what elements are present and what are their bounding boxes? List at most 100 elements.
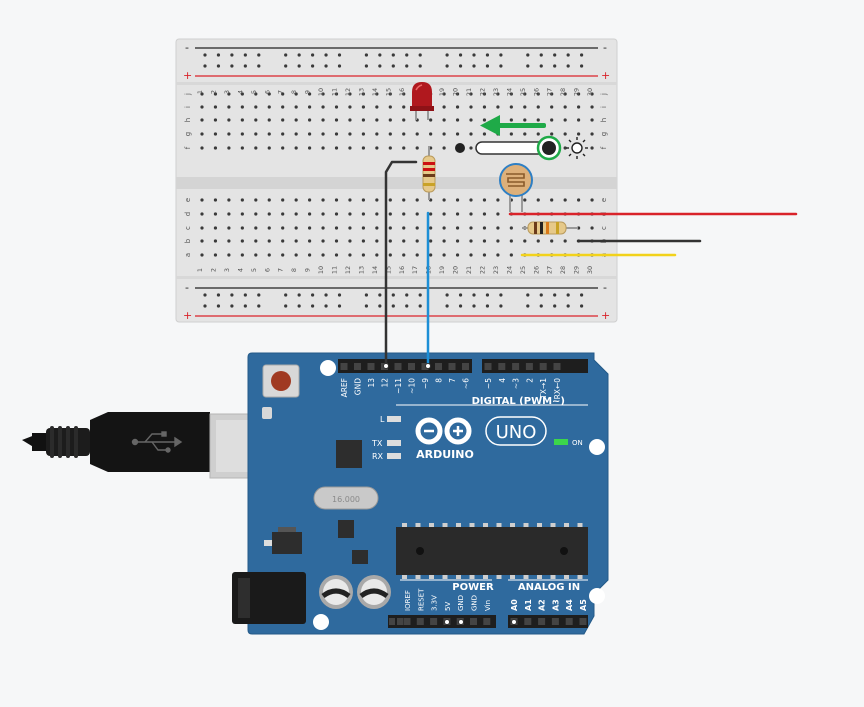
terminal-hole: [375, 132, 379, 136]
wire-black-gnd-to-led[interactable]: [384, 160, 418, 368]
terminal-hole: [200, 239, 204, 243]
header-pin[interactable]: [416, 618, 424, 625]
header-pin[interactable]: [539, 363, 547, 370]
header-pin[interactable]: [470, 618, 477, 625]
rail-hole: [297, 304, 301, 308]
terminal-hole: [523, 132, 527, 136]
header-pin[interactable]: [462, 363, 469, 370]
terminal-hole: [563, 198, 567, 202]
column-label: 25: [519, 88, 527, 96]
terminal-hole: [281, 146, 285, 150]
terminal-hole: [348, 146, 352, 150]
rail-hole: [337, 293, 342, 297]
terminal-hole: [281, 226, 285, 230]
rail-hole: [539, 64, 543, 68]
photoresistor[interactable]: [499, 163, 533, 212]
terminal-hole: [442, 253, 446, 257]
row-label: j: [184, 93, 192, 96]
terminal-hole: [240, 253, 244, 257]
arduino-uno-board[interactable]: 16.000: [232, 352, 609, 635]
light-intensity-slider[interactable]: [455, 115, 588, 161]
header-pin[interactable]: [512, 363, 520, 370]
rail-hole: [458, 64, 463, 68]
header-pin[interactable]: [498, 363, 506, 370]
header-pin[interactable]: [551, 618, 559, 625]
header-pin[interactable]: [565, 618, 573, 625]
row-label: a: [184, 253, 192, 257]
rail-hole: [566, 64, 570, 68]
terminal-hole: [536, 239, 540, 243]
terminal-hole: [240, 198, 244, 202]
rail-hole: [230, 53, 234, 57]
terminal-hole: [334, 105, 339, 109]
analog-pin-label: A1: [524, 599, 533, 611]
terminal-hole: [563, 132, 567, 136]
header-pin[interactable]: [538, 618, 546, 625]
terminal-hole: [509, 253, 513, 257]
rail-hole: [418, 64, 422, 68]
header-pin[interactable]: [421, 363, 429, 370]
column-label: 23: [492, 88, 500, 96]
terminal-hole: [550, 118, 554, 122]
terminal-hole: [469, 132, 473, 136]
terminal-hole: [496, 226, 500, 230]
reset-button[interactable]: [262, 364, 300, 398]
rail-minus-label: -: [185, 41, 189, 54]
rail-minus-label: -: [603, 281, 607, 294]
terminal-hole: [267, 132, 271, 136]
header-pin[interactable]: [483, 618, 491, 625]
terminal-hole: [334, 253, 339, 257]
header-pin[interactable]: [524, 618, 532, 625]
terminal-hole: [550, 198, 554, 202]
breadboard-center-channel: [176, 177, 617, 189]
rail-hole: [405, 53, 409, 57]
header-pin[interactable]: [553, 363, 561, 370]
header-pin[interactable]: [394, 363, 402, 370]
rail-hole: [257, 64, 261, 68]
terminal-hole: [563, 118, 567, 122]
terminal-hole: [321, 198, 325, 202]
digital-pin-label: 4: [498, 378, 507, 383]
header-pin[interactable]: [525, 363, 533, 370]
terminal-hole: [254, 146, 258, 150]
terminal-hole: [334, 146, 339, 150]
terminal-hole: [227, 212, 231, 216]
column-label: 15: [384, 266, 392, 274]
header-pin[interactable]: [579, 618, 587, 625]
red-led[interactable]: [410, 82, 434, 120]
rail-hole: [553, 293, 557, 297]
header-pin[interactable]: [408, 363, 415, 370]
row-label: h: [600, 118, 608, 122]
terminal-hole: [509, 105, 513, 109]
led-resistor[interactable]: [422, 146, 436, 200]
terminal-hole: [348, 212, 352, 216]
terminal-hole: [254, 132, 258, 136]
column-label: 8: [290, 268, 298, 272]
terminal-hole: [361, 105, 365, 109]
rail-hole: [580, 304, 584, 308]
header-pin[interactable]: [484, 363, 492, 370]
rail-hole: [378, 304, 382, 308]
rail-hole: [526, 53, 530, 57]
column-label: 28: [559, 88, 567, 96]
header-pin[interactable]: [367, 363, 375, 370]
header-pin[interactable]: [435, 363, 442, 370]
terminal-hole: [213, 226, 218, 230]
rail-hole: [378, 293, 382, 297]
terminal-hole: [348, 118, 352, 122]
slider-min-dot: [455, 143, 465, 153]
row-label: e: [184, 198, 192, 202]
terminal-hole: [240, 92, 244, 96]
column-label: 3: [223, 90, 231, 94]
digital-pin-label: ~9: [421, 378, 430, 389]
terminal-hole: [455, 198, 460, 202]
terminal-hole: [240, 132, 244, 136]
header-pin[interactable]: [354, 363, 361, 370]
photoresistor-resistor[interactable]: [522, 221, 578, 235]
rail-plus-label: +: [601, 69, 610, 82]
header-pin[interactable]: [403, 618, 411, 625]
header-pin[interactable]: [430, 618, 438, 625]
column-label: 23: [492, 266, 500, 274]
header-pin[interactable]: [448, 363, 456, 370]
header-pin[interactable]: [340, 363, 348, 370]
